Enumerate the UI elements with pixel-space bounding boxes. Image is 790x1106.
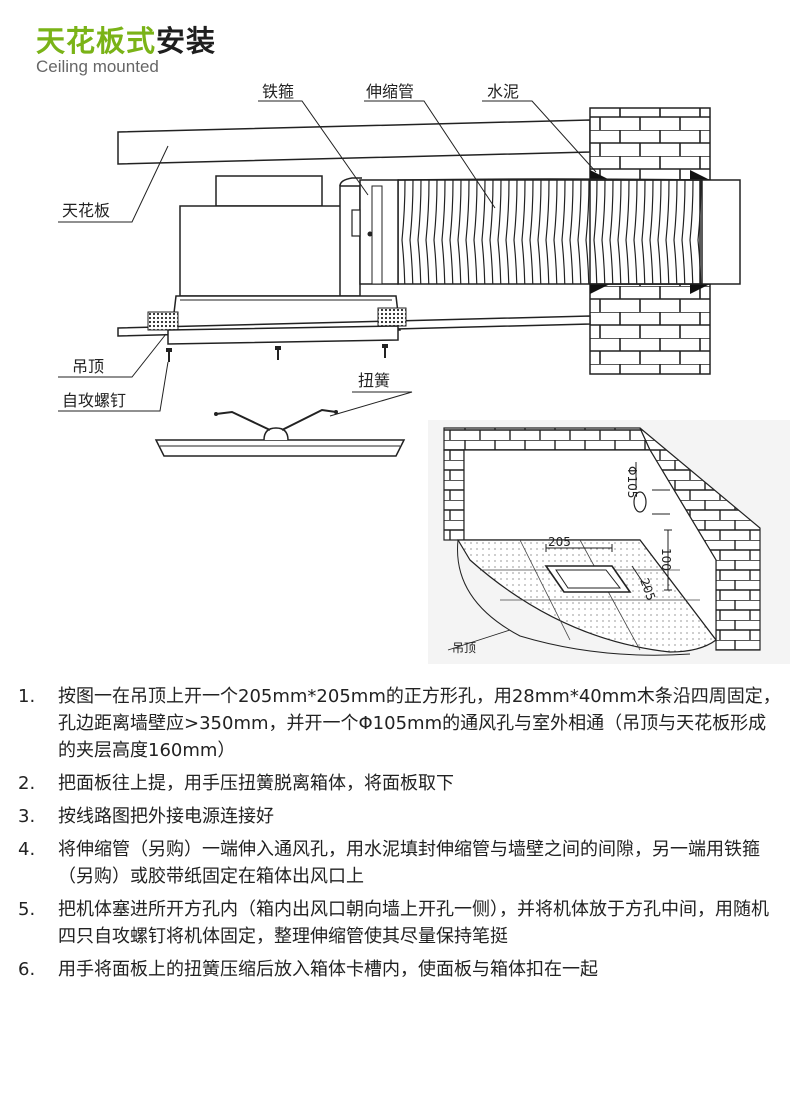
title-dark-part: 安装 — [156, 24, 217, 58]
list-item: 2. 把面板往上提，用手压扭簧脱离箱体，将面板取下 — [18, 770, 783, 797]
label-flex-pipe: 伸缩管 — [366, 82, 414, 101]
label-self-tapping-screw: 自攻螺钉 — [62, 391, 126, 410]
label-dim-205-top: 205 — [548, 535, 571, 549]
list-item: 5. 把机体塞进所开方孔内（箱内出风口朝向墙上开孔一侧），并将机体放于方孔中间，… — [18, 896, 783, 950]
list-item: 4. 将伸缩管（另购）一端伸入通风孔，用水泥填封伸缩管与墙壁之间的间隙，另一端用… — [18, 836, 783, 890]
label-cement: 水泥 — [487, 82, 519, 101]
page-subtitle: Ceiling mounted — [36, 57, 159, 76]
screw-icon — [275, 346, 281, 360]
step-number: 1. — [18, 686, 36, 707]
step-number: 6. — [18, 959, 36, 980]
step-number: 5. — [18, 899, 36, 920]
step-text: 按图一在吊顶上开一个205mm*205mm的正方形孔，用28mm*40mm木条沿… — [58, 686, 781, 761]
step-text: 按线路图把外接电源连接好 — [58, 806, 274, 827]
list-item: 6. 用手将面板上的扭簧压缩后放入箱体卡槽内，使面板与箱体扣在一起 — [18, 956, 783, 983]
label-suspended-ceiling: 吊顶 — [72, 357, 104, 376]
fan-box — [171, 175, 401, 331]
step-number: 2. — [18, 773, 36, 794]
installation-diagram: 铁箍 伸缩管 水泥 天花板 吊顶 自攻螺钉 扭簧 — [58, 82, 790, 664]
ceiling-opening-diagram: 205 205 100 Φ105 吊顶 — [428, 420, 790, 664]
label-iron-hoop: 铁箍 — [262, 82, 294, 101]
flex-pipe — [397, 178, 703, 285]
face-panel — [154, 408, 406, 457]
page-title: 天花板式安装 — [36, 18, 216, 60]
suspended-ceiling — [117, 307, 591, 345]
list-item: 1. 按图一在吊顶上开一个205mm*205mm的正方形孔，用28mm*40mm… — [18, 683, 783, 764]
step-text: 把面板往上提，用手压扭簧脱离箱体，将面板取下 — [58, 773, 454, 794]
list-item: 3. 按线路图把外接电源连接好 — [18, 803, 783, 830]
label-suspended-ceiling-2: 吊顶 — [452, 641, 476, 655]
label-dim-100: 100 — [659, 548, 673, 571]
screws — [166, 344, 388, 362]
screw-icon — [166, 348, 172, 362]
leader-lines — [58, 100, 597, 417]
step-text: 把机体塞进所开方孔内（箱内出风口朝向墙上开孔一侧），并将机体放于方孔中间，用随机… — [58, 899, 769, 947]
instruction-list: 1. 按图一在吊顶上开一个205mm*205mm的正方形孔，用28mm*40mm… — [18, 683, 783, 989]
step-number: 3. — [18, 806, 36, 827]
ceiling-board — [117, 119, 591, 165]
label-dim-phi: Φ105 — [625, 466, 639, 498]
title-green-part: 天花板式 — [36, 24, 157, 58]
step-number: 4. — [18, 839, 36, 860]
screw-icon — [382, 344, 388, 358]
label-ceiling-board: 天花板 — [62, 201, 110, 220]
step-text: 将伸缩管（另购）一端伸入通风孔，用水泥填封伸缩管与墙壁之间的间隙，另一端用铁箍（… — [58, 839, 760, 887]
step-text: 用手将面板上的扭簧压缩后放入箱体卡槽内，使面板与箱体扣在一起 — [58, 959, 598, 980]
label-torsion-spring: 扭簧 — [358, 371, 390, 390]
